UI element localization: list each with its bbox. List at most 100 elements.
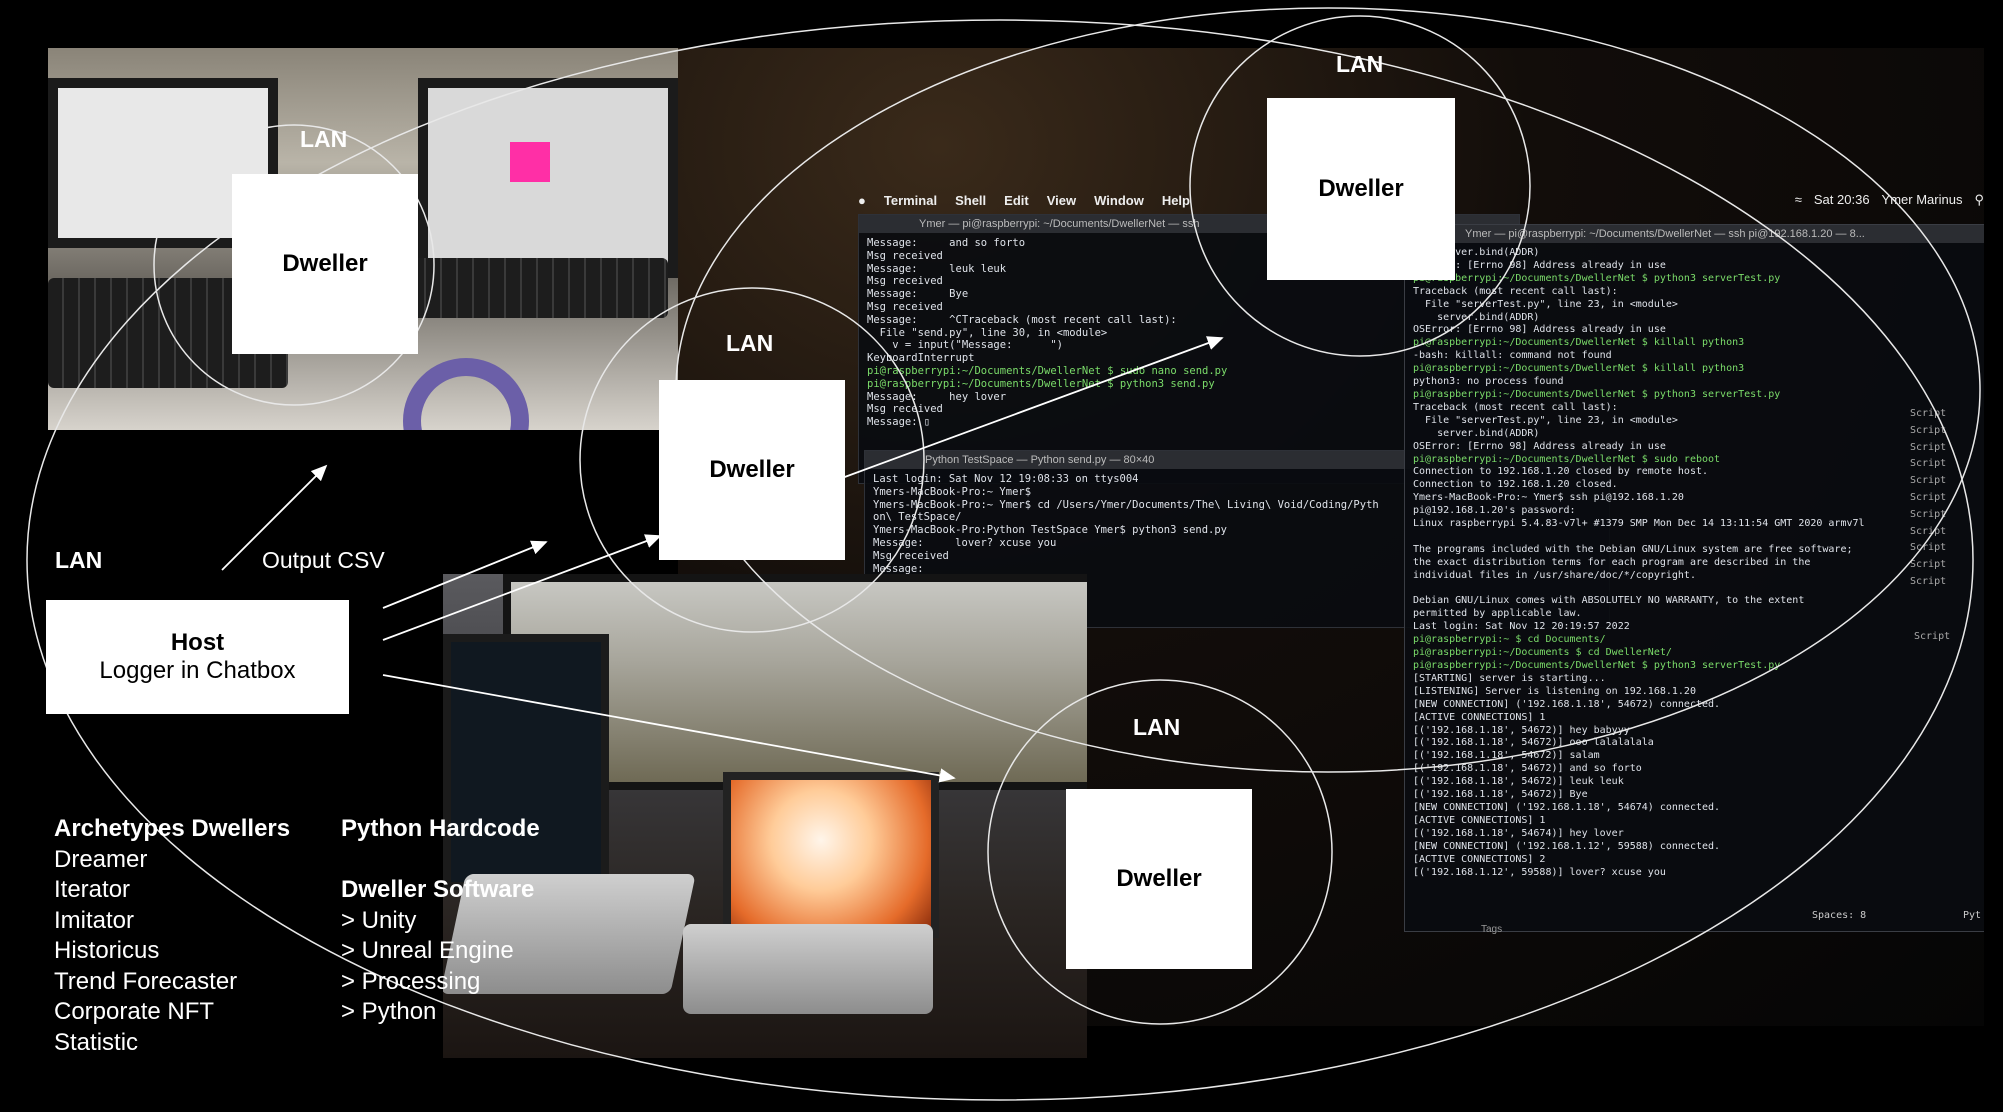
lan-label-top-left: LAN <box>300 126 348 152</box>
terminal-output: server.bind(ADDR) OSError: [Errno 98] Add… <box>1405 243 1984 883</box>
dweller-label: Dweller <box>709 456 795 483</box>
terminal-line: Msg received <box>867 300 943 313</box>
apple-icon: ● <box>858 192 866 208</box>
terminal-line: OSError: [Errno 98] Address already in u… <box>1413 440 1666 452</box>
dweller-label: Dweller <box>1116 865 1202 892</box>
terminal-line: Message: hey lover <box>867 390 1007 403</box>
terminal-line: Last login: Sat Nov 12 19:08:33 on ttys0… <box>873 473 1139 485</box>
terminal-line: pi@raspberrypi:~/Documents/DwellerNet $ … <box>1413 453 1721 465</box>
terminal-line: Linux raspberrypi 5.4.83-v7l+ #1379 SMP … <box>1413 518 1865 530</box>
terminal-line: Connection to 192.168.1.20 closed. <box>1413 479 1618 491</box>
terminal-line: permitted by applicable law. <box>1413 608 1582 620</box>
terminal-line: [('192.168.1.18', 54672)] Bye <box>1413 789 1588 801</box>
terminal-line: pi@raspberrypi:~/Documents/DwellerNet $ … <box>1413 388 1781 400</box>
terminal-line: pi@raspberrypi:~/Documents/DwellerNet $ … <box>1413 363 1745 375</box>
terminal-line: [NEW CONNECTION] ('192.168.1.12', 59588)… <box>1413 840 1721 852</box>
terminal-line: [ACTIVE CONNECTIONS] 1 <box>1413 711 1546 723</box>
terminal-line: [('192.168.1.18', 54672)] hey babyyy <box>1413 724 1630 736</box>
lan-circle-bottom <box>987 679 1333 1025</box>
terminal-line: individual files in /usr/share/doc/*/cop… <box>1413 569 1696 581</box>
arrow-host-to-dweller <box>382 534 662 641</box>
laptop-base-silver <box>683 924 933 1014</box>
list-item: > Unreal Engine <box>341 937 514 964</box>
terminal-line: [ACTIVE CONNECTIONS] 1 <box>1413 814 1546 826</box>
list-item: Historicus <box>54 937 160 964</box>
terminal-line: Ymers-MacBook-Pro:~ Ymer$ <box>873 485 1032 498</box>
python-hardcode-heading: Python Hardcode <box>341 815 540 842</box>
lan-label-left: LAN <box>55 547 103 573</box>
terminal-line: Message: ^CTraceback (most recent call l… <box>867 313 1177 326</box>
terminal-line: [('192.168.1.18', 54672)] salam <box>1413 750 1600 762</box>
dweller-label: Dweller <box>1318 175 1404 202</box>
laptop-screen-dark <box>443 634 609 890</box>
menu-terminal: Terminal <box>883 192 938 208</box>
software-list: Python Hardcode Dweller Software > Unity… <box>341 814 540 1028</box>
menubar-user: Ymer Marinus <box>1881 192 1963 207</box>
lan-circle-top-right <box>1189 15 1531 357</box>
archetypes-list: Archetypes Dwellers Dreamer Iterator Imi… <box>54 814 290 1058</box>
list-item: > Python <box>341 998 437 1025</box>
lan-label-bottom: LAN <box>1133 714 1181 740</box>
terminal-line: File "serverTest.py", line 23, in <modul… <box>1413 414 1678 426</box>
terminal-line: Message: leuk leuk <box>867 262 1007 275</box>
terminal-line: Message: lover? xcuse you <box>873 536 1057 549</box>
list-item: Statistic <box>54 1028 139 1056</box>
lan-label-center: LAN <box>726 330 774 356</box>
terminal-line: pi@raspberrypi:~/Documents $ cd DwellerN… <box>1413 647 1672 659</box>
host-subtitle: Logger in Chatbox <box>99 657 296 684</box>
list-item: > Unity <box>341 906 417 934</box>
terminal-window-title: Ymer — pi@raspberrypi: ~/Documents/Dwell… <box>1405 225 1984 243</box>
list-item: Dreamer <box>54 845 148 873</box>
terminal-line: Msg received <box>867 275 943 288</box>
terminal-line: Msg received <box>867 403 943 416</box>
terminal-line: [('192.168.1.18', 54672)] leuk leuk <box>1413 776 1624 788</box>
menubar-clock: Sat 20:36 <box>1813 192 1870 207</box>
terminal-line: Message: ▯ <box>867 416 931 429</box>
mac-menu-bar: ● Terminal Shell Edit View Window Help ≈… <box>858 190 1984 210</box>
archetypes-heading: Archetypes Dwellers <box>54 815 291 842</box>
laptop-keyboard-right <box>378 258 668 318</box>
dweller-box-center: Dweller <box>659 380 845 560</box>
language-indicator: Pyt <box>1963 910 1982 921</box>
terminal-line: Traceback (most recent call last): <box>1413 401 1618 413</box>
pink-sticky-note <box>510 142 550 182</box>
terminal-line: pi@192.168.1.20's password: <box>1413 505 1576 517</box>
script-file-item: Script <box>1910 491 1947 503</box>
wifi-icon: ≈ <box>1794 192 1802 207</box>
script-file-item: Script <box>1910 441 1947 453</box>
dweller-label: Dweller <box>282 250 368 277</box>
menu-help: Help <box>1161 192 1190 208</box>
terminal-line: server.bind(ADDR) <box>1413 311 1540 323</box>
terminal-line: [STARTING] server is starting... <box>1413 672 1606 684</box>
lan-circle-top-left <box>153 124 435 406</box>
list-item: Iterator <box>54 876 131 903</box>
terminal-line: pi@raspberrypi:~ $ cd Documents/ <box>1413 634 1606 646</box>
terminal-line: The programs included with the Debian GN… <box>1413 543 1853 555</box>
script-file-item: Script <box>1910 542 1947 554</box>
terminal-line: pi@raspberrypi:~/Documents/DwellerNet $ … <box>1413 660 1781 671</box>
terminal-line: -bash: killall: command not found <box>1413 350 1612 362</box>
terminal-output: Last login: Sat Nov 12 19:08:33 on ttys0… <box>865 469 1609 579</box>
terminal-line: Last login: Sat Nov 12 20:19:57 2022 <box>1413 621 1630 633</box>
list-item: Trend Forecaster <box>54 967 238 995</box>
terminal-line: [NEW CONNECTION] ('192.168.1.18', 54674)… <box>1413 801 1721 813</box>
terminal-window-server: Ymer — pi@raspberrypi: ~/Documents/Dwell… <box>1404 224 1984 935</box>
terminal-line: Msg received <box>867 249 943 262</box>
terminal-line: Traceback (most recent call last): <box>1413 285 1618 297</box>
arrow-output-csv <box>221 464 328 571</box>
output-csv-label: Output CSV <box>262 547 385 573</box>
terminal-line: Message: Bye <box>867 288 969 301</box>
photo-desk-setup <box>443 574 1087 1058</box>
terminal-line: server.bind(ADDR) <box>1413 247 1540 258</box>
terminal-line: pi@raspberrypi:~/Documents/DwellerNet $ … <box>1413 337 1745 349</box>
dweller-box-top-left: Dweller <box>232 174 418 354</box>
terminal-line: Ymers-MacBook-Pro:~ Ymer$ ssh pi@192.168… <box>1413 492 1684 504</box>
terminal-line: KeyboardInterrupt <box>867 352 975 365</box>
lan-circle-center <box>579 287 925 633</box>
terminal-line: [('192.168.1.18', 54674)] hey lover <box>1413 827 1624 839</box>
search-icon: ⚲ <box>1974 192 1984 207</box>
terminal-line: [('192.168.1.12', 59588)] lover? xcuse y… <box>1413 866 1666 878</box>
arrow-host-to-bottom <box>382 674 956 783</box>
terminal-line: Connection to 192.168.1.20 closed by rem… <box>1413 466 1709 478</box>
terminal-line: the exact distribution terms for each pr… <box>1413 556 1811 568</box>
